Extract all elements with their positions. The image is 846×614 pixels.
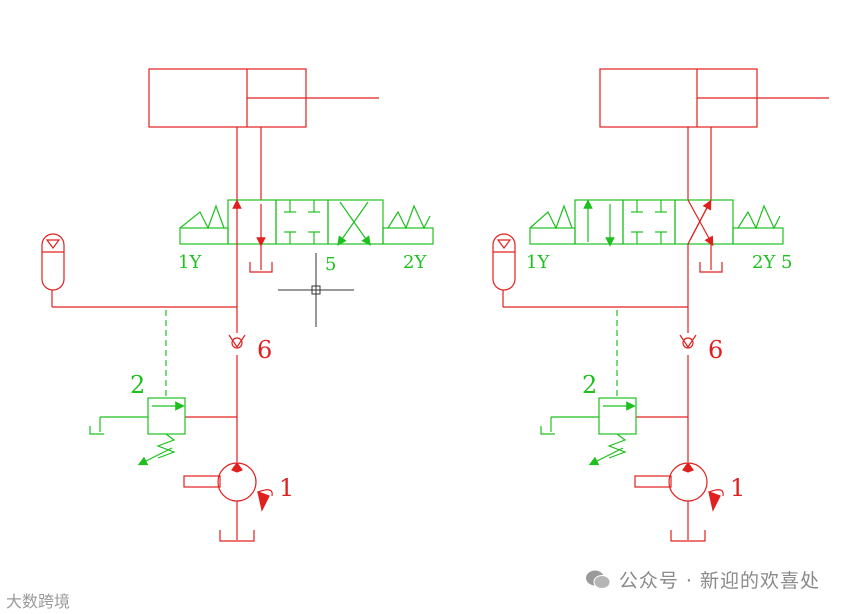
solenoid-1y-label: 1Y (178, 252, 202, 273)
directional-valve-left (179, 199, 434, 246)
left-circuit: 1Y 5 2Y 6 2 1 (41, 68, 434, 542)
cylinder-lines-left (236, 127, 262, 200)
wechat-icon (585, 570, 611, 589)
accumulator-right (492, 233, 516, 291)
watermark-left-text: 大数跨境 (6, 592, 71, 611)
watermark-left: 大数跨境 (6, 588, 70, 612)
crosshair-cursor-icon (278, 253, 354, 327)
relief-valve-left (89, 310, 186, 466)
watermark-right: 公众号 · 新迎的欢喜处 (585, 566, 820, 593)
check-valve-6-label-right: 6 (708, 336, 723, 364)
cylinder-right (599, 68, 829, 128)
check-valve-6-label: 6 (257, 336, 272, 364)
relief-valve-2-label: 2 (130, 371, 145, 399)
valve-5-label: 5 (325, 254, 336, 275)
pump-1-label: 1 (279, 474, 294, 502)
pump-1-label-right: 1 (730, 474, 745, 502)
solenoid-2y-label: 2Y (403, 252, 427, 273)
solenoid-2y-5-label-right: 2Y 5 (752, 252, 793, 273)
solenoid-1y-label-right: 1Y (526, 252, 550, 273)
watermark-right-text: 公众号 · 新迎的欢喜处 (618, 570, 820, 592)
relief-valve-right (540, 310, 637, 466)
relief-valve-2-label-right: 2 (582, 371, 597, 399)
directional-valve-right (529, 199, 784, 247)
accumulator-left (41, 233, 65, 291)
right-circuit: 1Y 2Y 5 6 2 1 (492, 68, 829, 542)
cylinder-left (148, 68, 379, 128)
